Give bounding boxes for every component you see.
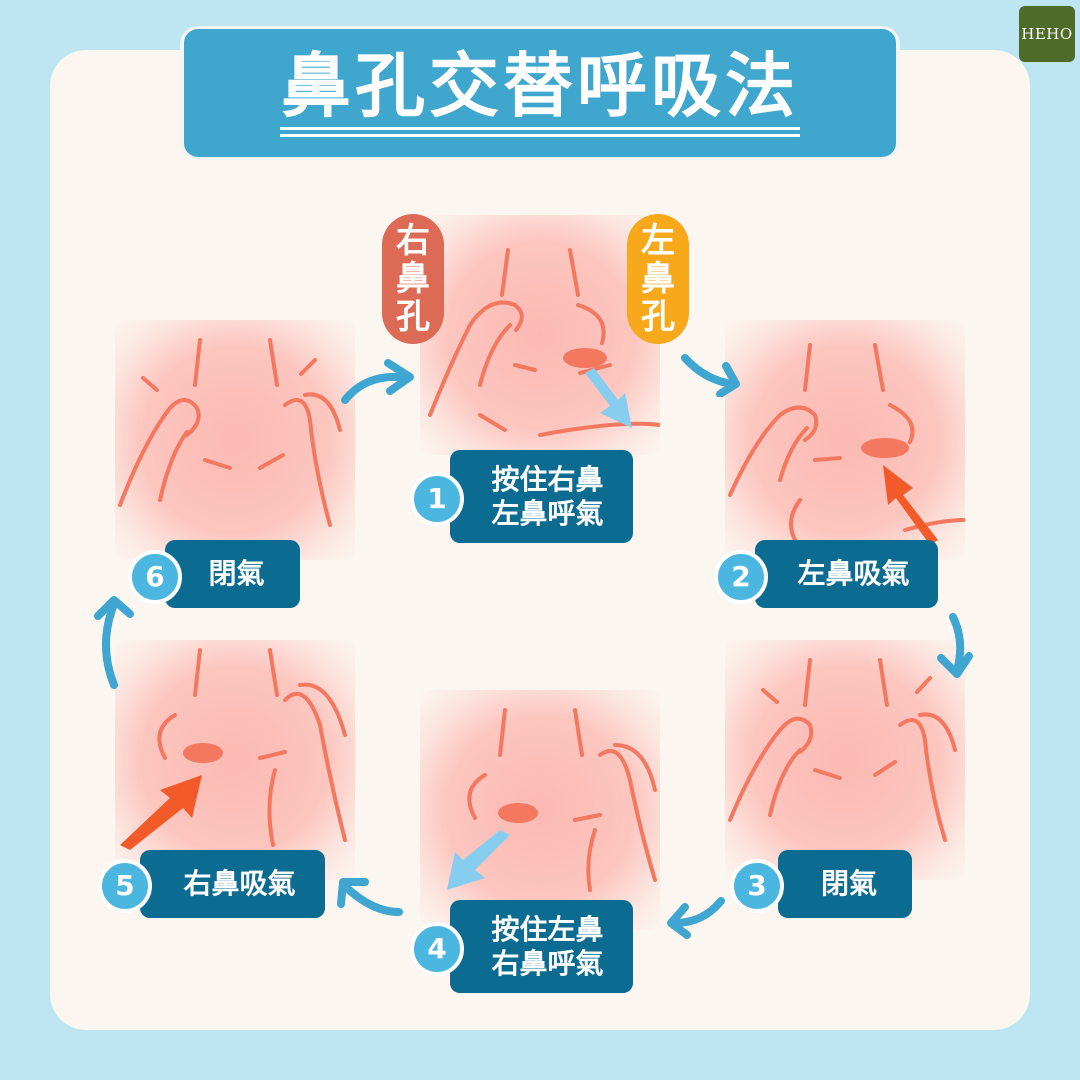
step-6-label: 閉氣 [165, 540, 300, 608]
right-nostril-char-3: 孔 [396, 297, 430, 337]
step-4-label: 按住左鼻 右鼻呼氣 [450, 900, 633, 993]
page-title: 鼻孔交替呼吸法 [281, 45, 799, 127]
step-5-line-1: 右鼻吸氣 [183, 867, 296, 900]
step-5-label: 右鼻吸氣 [140, 850, 325, 918]
step-1-line-2: 左鼻呼氣 [491, 496, 604, 530]
step-6-line-1: 閉氣 [208, 557, 265, 590]
exhale-arrow-icon [585, 368, 632, 428]
step-4-line-2: 右鼻呼氣 [491, 946, 604, 980]
right-nostril-char-1: 右 [396, 221, 430, 261]
inhale-arrow-icon [883, 465, 938, 545]
step-1-label: 按住右鼻 左鼻呼氣 [450, 450, 633, 543]
step-4-badge: 4 [410, 922, 464, 976]
right-nostril-char-2: 鼻 [396, 259, 430, 299]
step-3-line-1: 閉氣 [820, 867, 877, 900]
title-underline [280, 127, 800, 130]
step-1-badge: 1 [410, 472, 464, 526]
flow-arrow-5-to-6 [94, 596, 134, 689]
step-3-badge: 3 [730, 859, 784, 913]
exhale-arrow-icon-2 [447, 830, 510, 890]
step-6-badge: 6 [128, 550, 182, 604]
flow-arrow-4-to-5 [337, 878, 403, 916]
scene-step-3 [725, 640, 965, 880]
left-nostril-char-1: 左 [641, 221, 675, 261]
inhale-arrow-icon-2 [120, 775, 202, 850]
right-nostril-tag: 右 鼻 孔 [382, 214, 444, 344]
flow-arrow-6-to-1 [341, 359, 414, 404]
flow-arrow-1-to-2 [681, 354, 740, 397]
step-2-badge: 2 [714, 550, 768, 604]
step-1-line-1: 按住右鼻 [491, 462, 604, 496]
step-2-label: 左鼻吸氣 [755, 540, 938, 608]
scene-step-2 [725, 320, 965, 560]
scene-step-6 [115, 320, 355, 560]
left-nostril-char-2: 鼻 [641, 259, 675, 299]
flow-arrow-2-to-3 [937, 613, 973, 678]
step-5-badge: 5 [98, 859, 152, 913]
step-4-line-1: 按住左鼻 [491, 912, 604, 946]
step-2-line-1: 左鼻吸氣 [797, 557, 910, 590]
left-nostril-char-3: 孔 [641, 297, 675, 337]
left-nostril-tag: 左 鼻 孔 [627, 214, 689, 344]
flow-arrow-3-to-4 [667, 897, 725, 939]
scene-step-4 [420, 690, 660, 930]
heho-logo: HEHO [1019, 6, 1075, 62]
scene-step-5 [115, 640, 355, 880]
title-underline-2 [280, 134, 800, 137]
step-3-label: 閉氣 [778, 850, 912, 918]
